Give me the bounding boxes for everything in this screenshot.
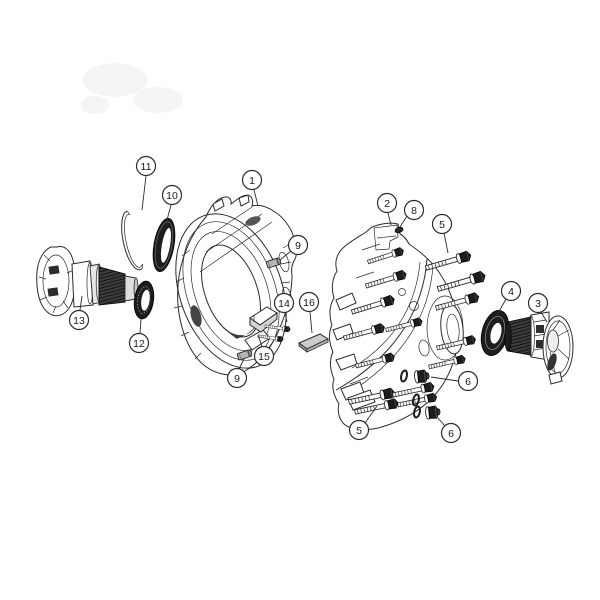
svg-text:10: 10 (166, 190, 178, 202)
watermark (81, 63, 183, 114)
svg-text:3: 3 (535, 298, 541, 310)
part-plug (394, 226, 404, 234)
callout-16[interactable]: 16 (298, 291, 320, 334)
callout-12[interactable]: 12 (128, 318, 150, 354)
callout-9-lower[interactable]: 9 (226, 358, 248, 389)
svg-text:5: 5 (356, 425, 362, 437)
part-rear-case-half (329, 222, 464, 431)
svg-text:6: 6 (465, 376, 471, 388)
svg-text:9: 9 (234, 373, 240, 385)
svg-text:1: 1 (249, 175, 255, 187)
part-front-output-flange (36, 246, 139, 317)
callout-6-upper[interactable]: 6 (430, 370, 479, 392)
svg-text:15: 15 (258, 351, 270, 363)
callout-13[interactable]: 13 (68, 295, 90, 331)
callout-4-highlighted[interactable]: 4 (496, 280, 522, 316)
svg-text:9: 9 (295, 240, 301, 252)
callout-6-lower[interactable]: 6 (436, 416, 462, 444)
callout-14[interactable]: 14 (273, 292, 295, 323)
svg-text:5: 5 (439, 219, 445, 231)
svg-text:16: 16 (303, 297, 315, 309)
part-bearing (133, 280, 155, 320)
callout-10[interactable]: 10 (161, 184, 183, 221)
part-input-seal (152, 217, 176, 273)
callout-8[interactable]: 8 (399, 199, 425, 228)
callout-9-upper[interactable]: 9 (279, 234, 309, 261)
svg-text:6: 6 (448, 428, 454, 440)
callout-5-top[interactable]: 5 (431, 213, 453, 254)
callout-15[interactable]: 15 (253, 334, 275, 367)
part-rear-output-flange (504, 311, 574, 385)
part-output-seal (480, 310, 510, 356)
part-snap-ring (121, 210, 143, 271)
svg-text:4: 4 (508, 286, 514, 298)
callout-1[interactable]: 1 (241, 169, 263, 207)
part-magnet-plate (298, 333, 330, 353)
callout-3[interactable]: 3 (527, 292, 549, 323)
callout-11[interactable]: 11 (135, 155, 157, 211)
callout-2[interactable]: 2 (376, 192, 398, 226)
svg-text:14: 14 (278, 298, 290, 310)
svg-text:2: 2 (384, 198, 390, 210)
part-nut-lower (424, 405, 442, 420)
part-wedge-pad (249, 306, 278, 333)
part-front-case-half (173, 194, 298, 376)
svg-text:13: 13 (73, 315, 85, 327)
svg-text:11: 11 (141, 161, 152, 173)
callout-5-bottom[interactable]: 5 (348, 405, 378, 441)
svg-text:8: 8 (411, 205, 417, 217)
svg-text:12: 12 (133, 338, 145, 350)
